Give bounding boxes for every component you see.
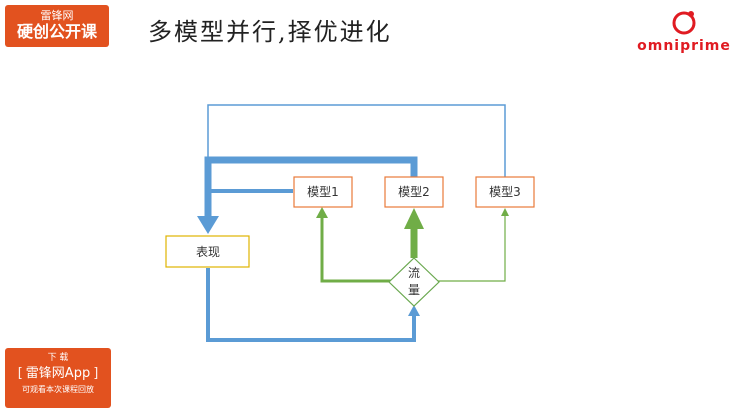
omniprime-logo: omniprime: [636, 8, 732, 58]
performance-to-traffic-arrow: [206, 268, 416, 342]
badge-bottom-line2: [雷锋网App]: [5, 364, 111, 384]
node-performance: 表现: [165, 235, 250, 268]
node-traffic: 流 量: [388, 257, 440, 307]
badge-bottom-line3: 可观看本次课程回放: [22, 385, 94, 394]
node-model1-label: 模型1: [307, 185, 339, 199]
node-model2: 模型2: [384, 176, 444, 208]
node-traffic-label-line1: 流: [408, 266, 420, 280]
model3-arrowhead: [501, 208, 509, 216]
bracket-right: ]: [93, 366, 99, 381]
badge-top-line1: 雷锋网: [40, 9, 74, 22]
bracket-left: [: [17, 366, 23, 381]
traffic-arrowhead: [408, 305, 420, 316]
node-model3: 模型3: [475, 176, 535, 208]
performance-arrowhead: [197, 216, 219, 234]
node-traffic-label-line2: 量: [408, 283, 420, 297]
node-performance-label: 表现: [196, 245, 220, 259]
node-model2-label: 模型2: [398, 185, 430, 199]
badge-bottom-line1: 下 载: [47, 353, 69, 363]
badge-top-line2: 硬创公开课: [16, 22, 97, 41]
model2-arrowhead: [404, 208, 424, 229]
loop-arrow-model3: [207, 104, 506, 228]
logo-text: omniprime: [637, 38, 731, 54]
badge-bottom-app-name: 雷锋网App: [25, 366, 91, 381]
app-download-badge[interactable]: 下 载 [雷锋网App] 可观看本次课程回放: [5, 348, 111, 408]
site-badge-top: 雷锋网 硬创公开课: [5, 5, 109, 47]
node-model1: 模型1: [293, 176, 353, 208]
traffic-to-model3-arrow: [437, 214, 506, 282]
node-model3-label: 模型3: [489, 185, 521, 199]
traffic-to-model1-arrow: [320, 216, 391, 283]
model1-arrowhead: [316, 207, 328, 218]
slide-title: 多模型并行,择优进化: [148, 18, 392, 46]
logo-mark-icon: [672, 11, 696, 35]
